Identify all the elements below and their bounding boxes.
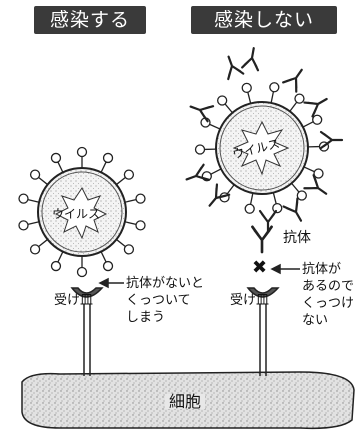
virus-spike bbox=[304, 167, 315, 172]
virus-spike bbox=[209, 124, 220, 129]
virus-spike-knob bbox=[104, 262, 113, 271]
virus-spike-knob bbox=[78, 148, 87, 157]
arrow-left bbox=[100, 279, 124, 287]
right-note-line1: 抗体が bbox=[302, 262, 341, 277]
virus-spike bbox=[38, 177, 47, 184]
virus-spike-knob bbox=[51, 262, 60, 271]
virus-spike-knob bbox=[104, 153, 113, 162]
virus-spike bbox=[250, 193, 252, 205]
right-note-line4: ない bbox=[302, 313, 328, 328]
antibody-icon bbox=[304, 175, 330, 200]
antibody-icon bbox=[321, 132, 342, 148]
arrow-right bbox=[272, 265, 300, 273]
virus-spike-knob bbox=[124, 170, 133, 179]
right-note-line3: くっつけ bbox=[302, 296, 354, 311]
virus-spike bbox=[101, 162, 106, 173]
header-no-infect: 感染しない bbox=[191, 6, 337, 34]
antibody-icon bbox=[284, 198, 308, 224]
virus-spike bbox=[58, 162, 63, 173]
virus-spike bbox=[58, 252, 63, 263]
left-note-line1: 抗体がないと bbox=[126, 276, 204, 291]
right-note-line2: あるので bbox=[302, 279, 354, 294]
virus-spike-knob bbox=[313, 115, 322, 124]
virus-spike bbox=[101, 252, 106, 263]
virus-spike-knob bbox=[242, 83, 251, 92]
virus-spike bbox=[125, 200, 137, 203]
virus-spike-knob bbox=[270, 83, 279, 92]
virus-spike bbox=[227, 185, 234, 195]
virus-spike-knob bbox=[314, 169, 323, 178]
virus-spike bbox=[273, 193, 276, 205]
virus-spike-knob bbox=[19, 221, 28, 230]
cell-label: 細胞 bbox=[165, 394, 205, 409]
receptor-label-right: 受け皿 bbox=[230, 293, 269, 308]
virus-spike-knob bbox=[196, 145, 205, 154]
virus-spike-knob bbox=[295, 94, 304, 103]
antibody-icon bbox=[260, 211, 276, 232]
virus-spike bbox=[27, 222, 39, 225]
receptor-label-left: 受け皿 bbox=[54, 293, 93, 308]
virus-spike bbox=[271, 91, 273, 103]
virus-spike-knob bbox=[273, 204, 282, 213]
virus-spike bbox=[225, 104, 233, 113]
virus-spike-knob bbox=[136, 194, 145, 203]
antibody-icon bbox=[304, 92, 330, 116]
virus-spike-knob bbox=[297, 191, 306, 200]
virus-spike bbox=[27, 200, 39, 203]
virus-spike bbox=[292, 183, 300, 192]
x-mark-icon: ✖ bbox=[252, 257, 267, 279]
left-note-line3: しまう bbox=[126, 310, 165, 325]
virus-spike bbox=[210, 169, 221, 174]
virus-spike-knob bbox=[245, 204, 254, 213]
virus-spike-knob bbox=[31, 245, 40, 254]
virus-spike bbox=[116, 177, 125, 184]
virus-label-left: ウイルス bbox=[52, 205, 100, 222]
antibody-icon bbox=[188, 99, 213, 121]
virus-spike-knob bbox=[136, 221, 145, 230]
header-infect: 感染する bbox=[34, 6, 146, 34]
virus-spike-knob bbox=[78, 268, 87, 277]
antibody-icon bbox=[221, 54, 243, 79]
antibody-label: 抗体 bbox=[283, 231, 311, 246]
virus-spike-knob bbox=[31, 170, 40, 179]
virus-spike-knob bbox=[51, 153, 60, 162]
virus-spike bbox=[303, 122, 314, 127]
antibody-icon bbox=[283, 65, 308, 91]
virus-spike-knob bbox=[19, 194, 28, 203]
antibody-icon bbox=[252, 227, 271, 252]
virus-spike bbox=[116, 239, 125, 246]
virus-spike bbox=[248, 92, 251, 104]
virus-spike bbox=[38, 239, 47, 246]
virus-spike-knob bbox=[218, 96, 227, 105]
antibody-icon bbox=[242, 47, 261, 70]
left-note-line2: くっついて bbox=[126, 293, 191, 308]
virus-spike-knob bbox=[124, 245, 133, 254]
virus-spike bbox=[290, 102, 297, 112]
virus-spike bbox=[125, 222, 137, 225]
